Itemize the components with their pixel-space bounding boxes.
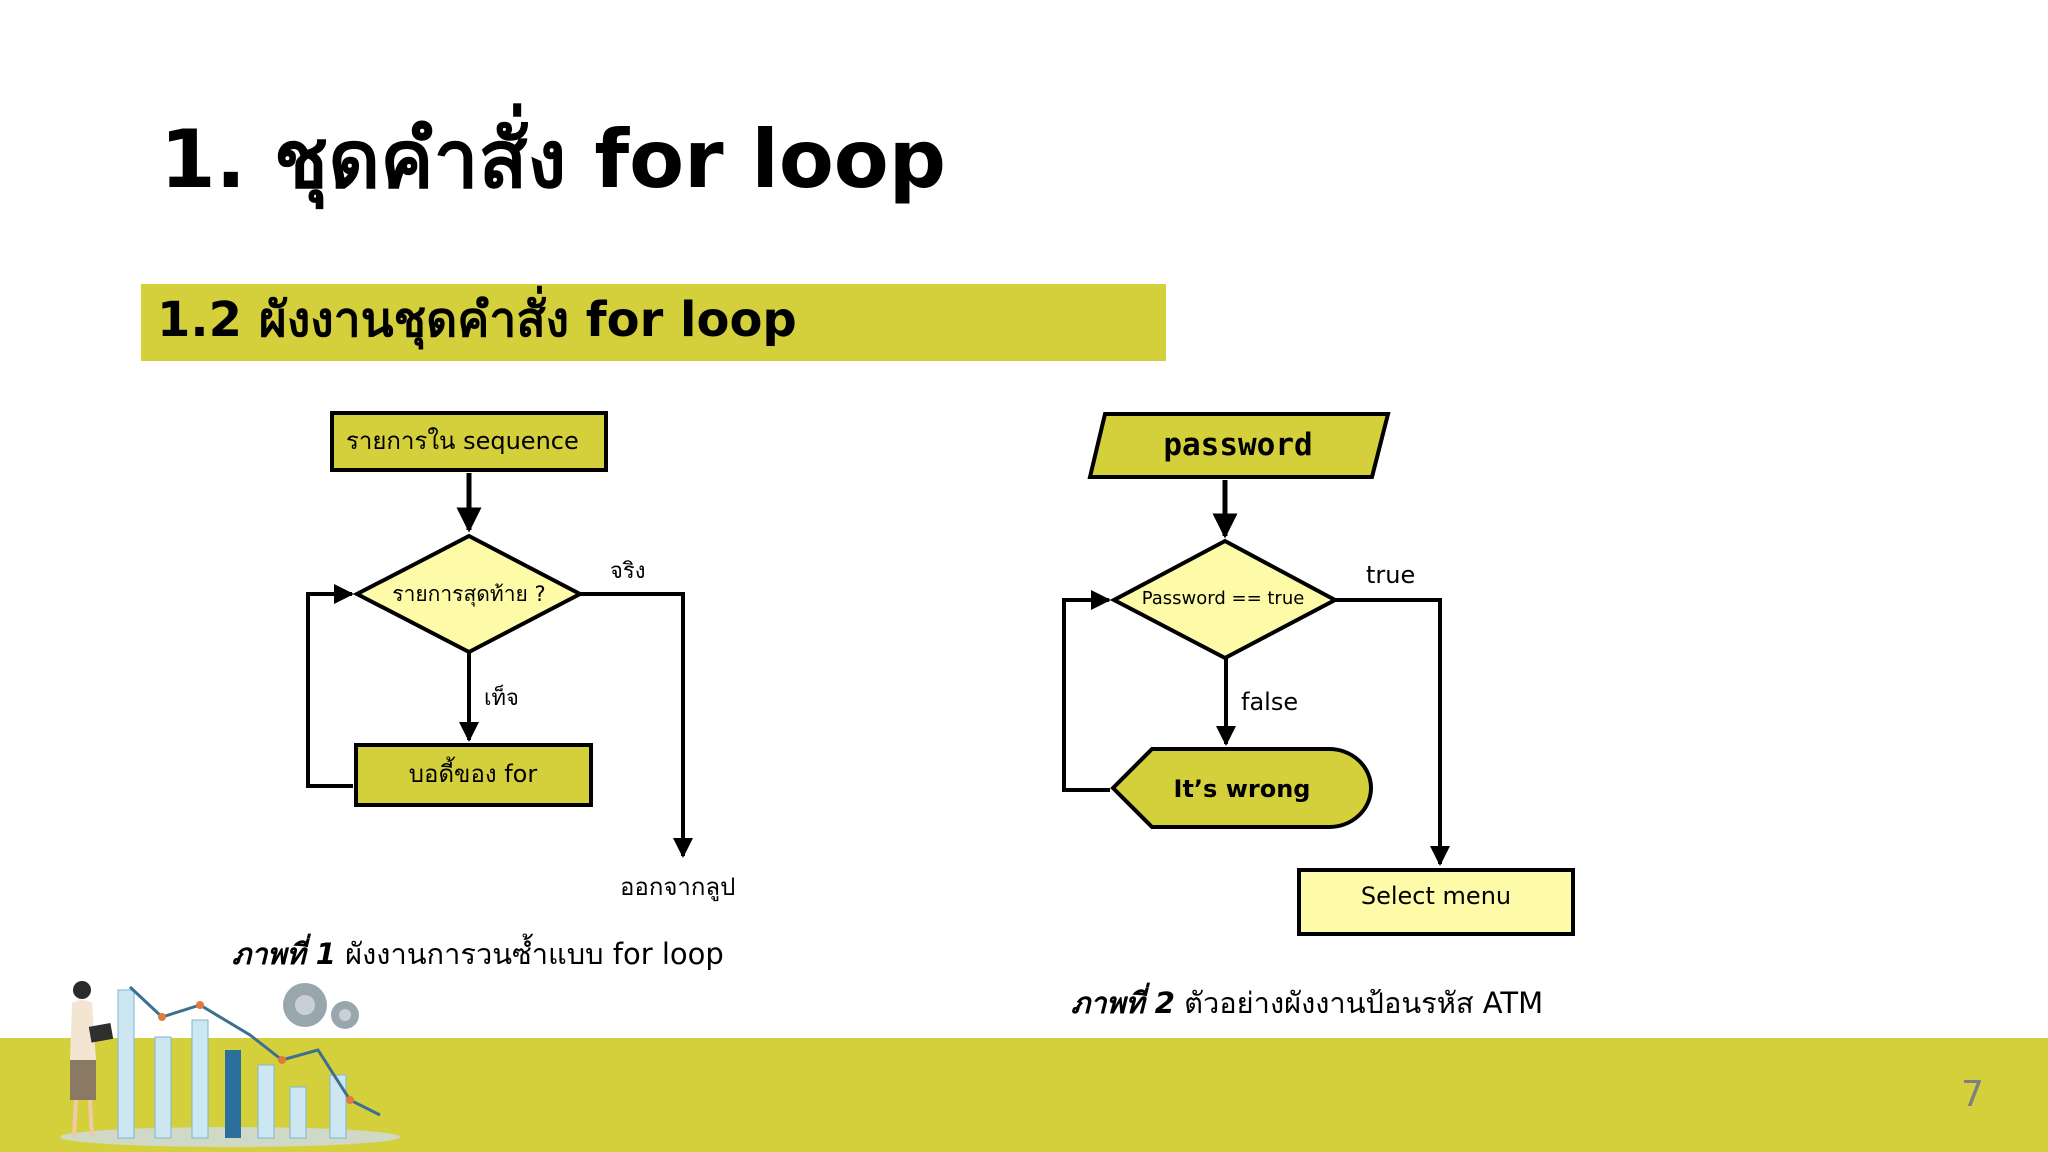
figure2-caption-text: ตัวอย่างผังงานป้อนรหัส ATM [1174, 986, 1544, 1020]
section-subtitle: 1.2 ผังงานชุดคำสั่ง for loop [157, 292, 797, 348]
fig1-start-label: รายการใน sequence [346, 427, 579, 455]
fig2-true-label: true [1366, 561, 1415, 589]
fig2-display-label: It’s wrong [1174, 775, 1311, 803]
figure1-flowchart: รายการใน sequence รายการสุดท้าย ? จริง เ… [306, 411, 735, 902]
page-title: 1. ชุดคำสั่ง for loop [160, 113, 947, 206]
fig2-input-label: password [1163, 427, 1312, 463]
fig1-true-line [580, 592, 693, 858]
figure2-caption: ภาพที่ 2 ตัวอย่างผังงานป้อนรหัส ATM [1071, 980, 1543, 1026]
fig2-input-parallelogram [1087, 412, 1391, 479]
fig2-decision-label: Password == true [1142, 588, 1305, 609]
fig1-false-label: เท็จ [484, 683, 519, 711]
figure1-caption-number: ภาพที่ 1 [232, 937, 336, 971]
figure1-caption-text: ผังงานการวนซ้ำแบบ for loop [335, 937, 724, 971]
fig1-true-label: จริง [610, 559, 645, 584]
figure2-caption-number: ภาพที่ 2 [1071, 986, 1175, 1020]
fig2-true-line [1335, 598, 1450, 866]
fig1-body-box [354, 743, 593, 807]
subtitle-band [141, 284, 1166, 361]
fig2-end-box [1297, 868, 1575, 936]
fig2-display-shape [1110, 747, 1373, 829]
page-number: 7 [1961, 1074, 1984, 1115]
fig1-body-label: บอดี้ของ for [409, 756, 538, 788]
fig2-loop-back-line [1062, 590, 1111, 792]
fig1-loop-back-line [306, 584, 354, 788]
fig1-start-box [330, 411, 608, 472]
fig1-exit-label: ออกจากลูป [620, 873, 735, 902]
fig2-false-label: false [1241, 688, 1298, 716]
fig2-end-label: Select menu [1361, 882, 1511, 910]
analytics-illustration-icon [60, 981, 400, 1147]
fig1-decision-label: รายการสุดท้าย ? [392, 582, 545, 607]
figure2-flowchart: password Password == true true false It’… [1062, 412, 1575, 936]
figure1-caption: ภาพที่ 1 ผังงานการวนซ้ำแบบ for loop [232, 931, 724, 977]
